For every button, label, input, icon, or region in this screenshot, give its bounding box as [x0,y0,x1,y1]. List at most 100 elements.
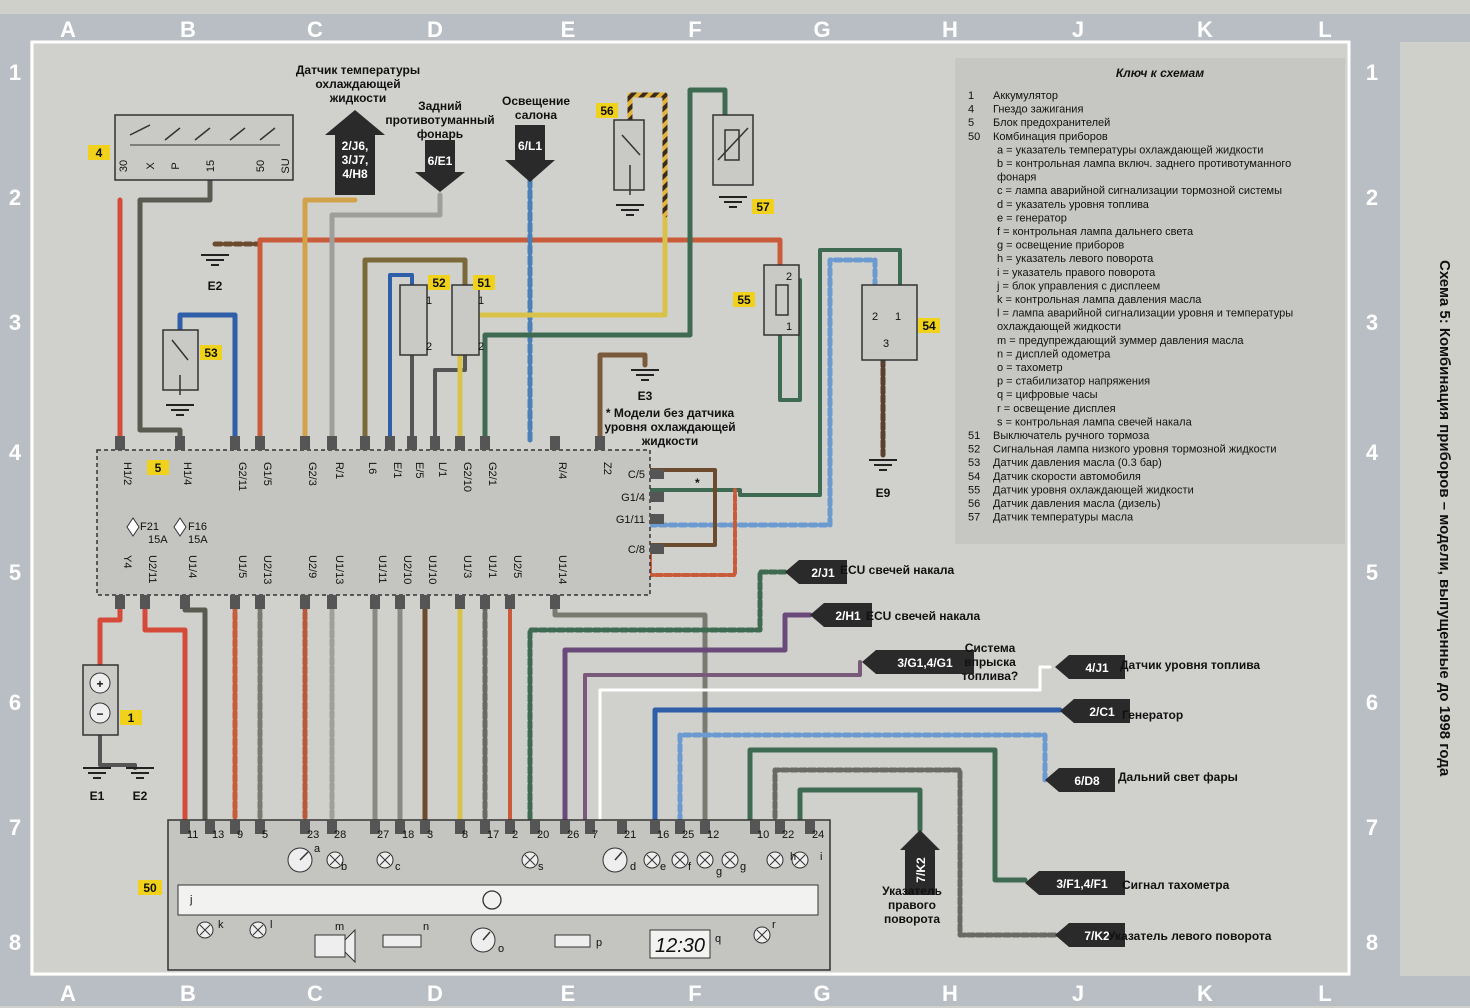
fuse-top-pin-label: L/1 [436,462,448,477]
fuse-top-pin-label: G1/5 [261,462,273,486]
ignition-pin: P [170,162,182,169]
ground-label: E2 [133,789,148,803]
cluster-letter: g [716,866,722,878]
legend-item: Сигнальная лампа низкого уровня тормозно… [993,444,1276,456]
fuse-bottom-pin-label: U2/9 [306,555,318,578]
wire-57 [482,87,728,443]
fuse-top-pin-label: R/4 [556,462,568,479]
right-turn-label-3: поворота [884,912,940,926]
tag-5 [147,460,169,475]
cluster-pin-label: 16 [657,829,669,841]
ignition-pin: X [145,162,157,170]
fuse-bottom-pin-label: Y4 [121,555,133,568]
legend-key: 56 [968,498,980,510]
cluster-letter: a [314,843,321,855]
connector-pin [480,820,490,834]
connector-pin [180,595,190,609]
arrow-coolant-code-2: 3/J7, [342,153,369,167]
column-label-bottom: D [427,981,443,1006]
cluster-pin-label: 17 [487,829,499,841]
wire-54-pwr [648,248,902,497]
connector-arrow [810,603,872,627]
wire-battery-gnd [98,733,137,770]
legend-item: k = контрольная лампа давления масла [997,294,1202,306]
sensor-57-body [712,114,754,186]
wire-coolant [302,197,358,443]
wire-e3 [597,352,648,463]
pin-54-1: 1 [895,311,901,323]
fuse-top-pin-label: Z2 [601,462,613,475]
ground-label: E9 [876,486,891,500]
connector-pin [675,820,685,834]
fuse-right-pin-label: C/5 [628,469,645,481]
cluster-pin-label: 27 [377,829,389,841]
legend-key: 53 [968,457,980,469]
connector-code: 2/C1 [1089,705,1115,719]
connector-pin [560,820,570,834]
arrow-interior [505,125,555,182]
connector-arrow [1055,655,1125,679]
wire-6d8 [677,732,1048,823]
fuse-star: * [695,476,700,490]
fuse-right-pin-label: G1/4 [621,492,645,504]
connector-pin [230,595,240,609]
fuse-f16-rating: 15A [188,534,208,546]
connector-pin [370,820,380,834]
legend-item: фонаря [997,172,1036,184]
tag-52-label: 52 [432,276,446,290]
connector-pin [255,595,265,609]
fog-label-1: Задний [418,99,462,113]
tag-57-label: 57 [756,200,770,214]
fuse-bottom-pin-label: U1/11 [376,555,388,584]
tag-57 [752,199,774,214]
pin-55-1: 1 [786,321,792,333]
legend-item: Датчик температуры масла [993,512,1134,524]
column-label-top: E [561,17,576,42]
row-label-right: 7 [1366,815,1378,840]
connector-code: 7/K2 [1084,929,1110,943]
top-grid-strip [0,14,1470,42]
legend-key: 1 [968,90,974,102]
connector-pin [300,436,310,450]
tag-54-label: 54 [922,319,936,333]
row-label-right: 8 [1366,930,1378,955]
row-label-left: 4 [9,440,22,465]
connector-pin [650,514,664,524]
fuse-f21-name: F21 [140,521,159,533]
tag-4-label: 4 [96,146,103,160]
connector-pin [530,820,540,834]
page-title: Схема 5: Комбинация приборов – модели, в… [1436,260,1453,777]
pin-55-2: 2 [786,271,792,283]
ignition-switch-body [114,114,294,181]
row-label-right: 1 [1366,60,1378,85]
tag-50 [138,880,162,895]
column-label-bottom: A [60,981,76,1006]
sensor-52-body [399,284,428,356]
tag-50-label: 50 [143,881,157,895]
legend-item: охлаждающей жидкости [997,321,1121,333]
fuse-top-pin-label: H1/2 [121,462,133,485]
connector-label: ECU свечей накала [866,609,981,623]
connector-arrow [1025,871,1125,895]
sensor-55-body [763,264,800,336]
column-label-top: C [307,17,323,42]
fuse-top-pin-label: G2/10 [461,462,473,492]
column-label-top: D [427,17,443,42]
cluster-letter: g [740,861,746,873]
lamp-cross [769,854,781,866]
connector-pin [595,436,605,450]
connector-pin [115,595,125,609]
legend-item: h = указатель левого поворота [997,253,1154,265]
legend-item: n = дисплей одометра [997,348,1111,360]
tag-55 [733,292,755,307]
pin-52-2: 2 [426,341,432,353]
right-turn-label-2: правого [888,898,936,912]
connector-pin [480,436,490,450]
fuse-symbol [173,517,187,537]
connector-pin [550,436,560,450]
cluster-pin-label: 25 [682,829,694,841]
cluster-letter: k [218,919,224,931]
column-label-bottom: L [1318,981,1331,1006]
connector-label: Датчик уровня топлива [1120,658,1260,672]
